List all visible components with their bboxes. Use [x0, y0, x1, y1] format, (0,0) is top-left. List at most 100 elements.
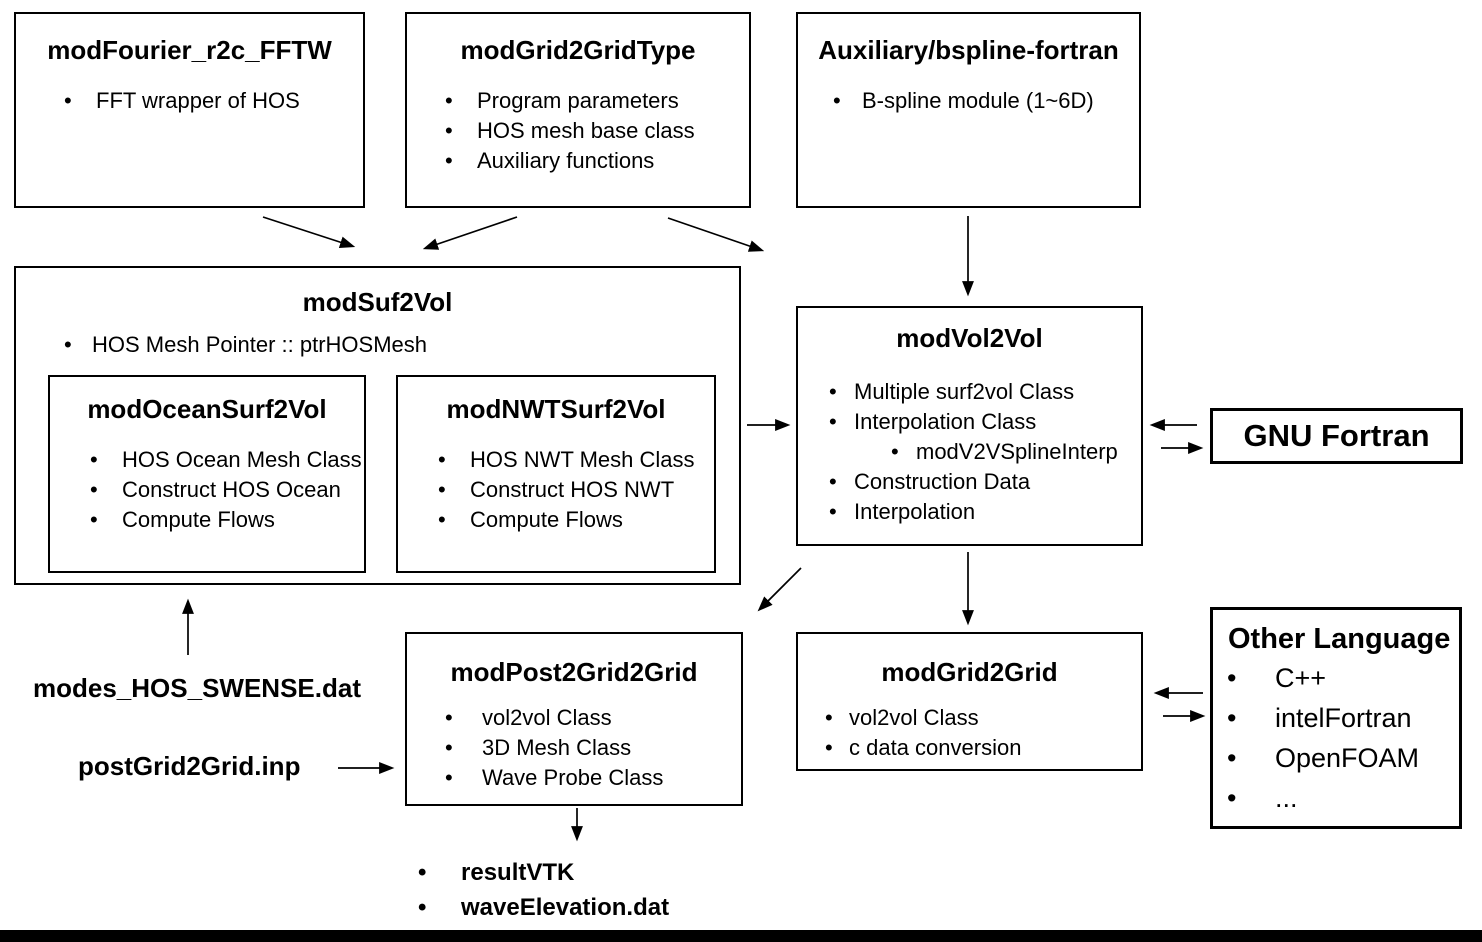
box-modnwtsurf2vol: modNWTSurf2Vol HOS NWT Mesh Class Constr… [396, 375, 716, 573]
bullet-text: Compute Flows [470, 507, 623, 532]
list-item: resultVTK [418, 855, 669, 890]
arrow-fourier-to-suf2vol [262, 216, 356, 248]
box-title: modNWTSurf2Vol [446, 394, 666, 424]
list-item: HOS Mesh Pointer :: ptrHOSMesh [64, 330, 739, 360]
bullet-text: HOS mesh base class [477, 118, 695, 143]
box-title: Auxiliary/bspline-fortran [818, 35, 1119, 65]
bullet-text: Construct HOS NWT [470, 477, 675, 502]
box-modfourier-r2c-fftw: modFourier_r2c_FFTW FFT wrapper of HOS [14, 12, 365, 208]
list-item: Construct HOS NWT [438, 475, 714, 505]
bullet-text: c data conversion [849, 735, 1022, 760]
bullet-text: Construct HOS Ocean [122, 477, 341, 502]
bullet-text: vol2vol Class [482, 705, 612, 730]
box-title: modFourier_r2c_FFTW [47, 35, 332, 65]
bullet-text: 3D Mesh Class [482, 735, 632, 760]
list-item: Auxiliary functions [445, 146, 749, 176]
bullet-icon [829, 377, 854, 407]
label-postgrid2grid-inp: postGrid2Grid.inp [78, 751, 301, 781]
box-gnu-fortran: GNU Fortran [1210, 408, 1463, 464]
list-item: Multiple surf2vol Class [829, 377, 1141, 407]
bullet-text: vol2vol Class [849, 705, 979, 730]
arrow-vol2vol-to-post2grid2grid [757, 567, 802, 612]
bullet-icon [445, 86, 477, 116]
box-title: modOceanSurf2Vol [87, 394, 327, 424]
list-item: Compute Flows [90, 505, 364, 535]
bullet-icon [1227, 738, 1275, 778]
list-item: HOS mesh base class [445, 116, 749, 146]
box-title: modGrid2Grid [881, 657, 1058, 687]
list-item: Program parameters [445, 86, 749, 116]
bullet-icon [1227, 658, 1275, 698]
bullet-text: Interpolation [854, 499, 976, 524]
bottom-black-bar [0, 930, 1482, 942]
list-item: HOS Ocean Mesh Class [90, 445, 364, 475]
box-title: modPost2Grid2Grid [450, 657, 698, 687]
bullet-icon [418, 890, 461, 925]
bullet-icon [1227, 698, 1275, 738]
list-item: Construction Data [829, 467, 1141, 497]
box-title: modGrid2GridType [460, 35, 696, 65]
box-modvol2vol: modVol2Vol Multiple surf2vol Class Inter… [796, 306, 1143, 546]
list-item: HOS NWT Mesh Class [438, 445, 714, 475]
bullet-icon [445, 733, 482, 763]
list-item: B-spline module (1~6D) [833, 86, 1139, 116]
box-modpost2grid2grid: modPost2Grid2Grid vol2vol Class 3D Mesh … [405, 632, 743, 806]
bullet-text: HOS Mesh Pointer :: ptrHOSMesh [92, 332, 427, 357]
bullet-text: C++ [1275, 663, 1327, 693]
bullet-text: FFT wrapper of HOS [96, 88, 300, 113]
bullet-text: Interpolation Class [854, 409, 1037, 434]
box-modoceansurf2vol: modOceanSurf2Vol HOS Ocean Mesh Class Co… [48, 375, 366, 573]
bullet-text: Compute Flows [122, 507, 275, 532]
box-modgrid2gridtype: modGrid2GridType Program parameters HOS … [405, 12, 751, 208]
bullet-icon [64, 86, 96, 116]
bullet-text: modV2VSplineInterp [916, 439, 1118, 464]
list-item: ... [1227, 778, 1459, 818]
bullet-text: Auxiliary functions [477, 148, 655, 173]
arrow-gridtype-to-suf2vol [422, 216, 518, 250]
bullet-text: resultVTK [461, 859, 575, 886]
output-files-list: resultVTK waveElevation.dat [418, 855, 669, 925]
bullet-icon [438, 475, 470, 505]
bullet-icon [438, 505, 470, 535]
bullet-icon [445, 703, 482, 733]
bullet-icon [829, 497, 854, 527]
bullet-icon [1227, 778, 1275, 818]
list-item: intelFortran [1227, 698, 1459, 738]
list-item: Interpolation Class [829, 407, 1141, 437]
list-item-sub: modV2VSplineInterp [829, 437, 1141, 467]
bullet-icon [825, 733, 849, 763]
label-modes-hos-swense-dat: modes_HOS_SWENSE.dat [33, 673, 361, 703]
list-item: c data conversion [825, 733, 1141, 763]
box-other-language: Other Language C++ intelFortran OpenFOAM… [1210, 607, 1462, 829]
bullet-icon [829, 467, 854, 497]
bullet-text: intelFortran [1275, 703, 1412, 733]
list-item: Interpolation [829, 497, 1141, 527]
list-item: Construct HOS Ocean [90, 475, 364, 505]
list-item: Wave Probe Class [445, 763, 741, 793]
bullet-text: HOS Ocean Mesh Class [122, 447, 362, 472]
list-item: Compute Flows [438, 505, 714, 535]
bullet-text: ... [1275, 783, 1298, 813]
bullet-icon [445, 116, 477, 146]
bullet-icon [90, 505, 122, 535]
list-item: vol2vol Class [445, 703, 741, 733]
list-item: 3D Mesh Class [445, 733, 741, 763]
list-item: waveElevation.dat [418, 890, 669, 925]
bullet-text: waveElevation.dat [461, 894, 670, 921]
bullet-text: Multiple surf2vol Class [854, 379, 1075, 404]
list-item: vol2vol Class [825, 703, 1141, 733]
bullet-icon [438, 445, 470, 475]
bullet-icon [90, 475, 122, 505]
bullet-icon [445, 146, 477, 176]
list-item: OpenFOAM [1227, 738, 1459, 778]
bullet-icon [418, 855, 461, 890]
bullet-text: HOS NWT Mesh Class [470, 447, 695, 472]
bullet-icon [64, 330, 92, 360]
box-modgrid2grid: modGrid2Grid vol2vol Class c data conver… [796, 632, 1143, 771]
bullet-text: B-spline module (1~6D) [862, 88, 1094, 113]
bullet-icon [829, 407, 854, 437]
box-title: modVol2Vol [896, 323, 1043, 353]
arrow-gridtype-to-vol2vol [667, 217, 765, 252]
bullet-text: Construction Data [854, 469, 1031, 494]
